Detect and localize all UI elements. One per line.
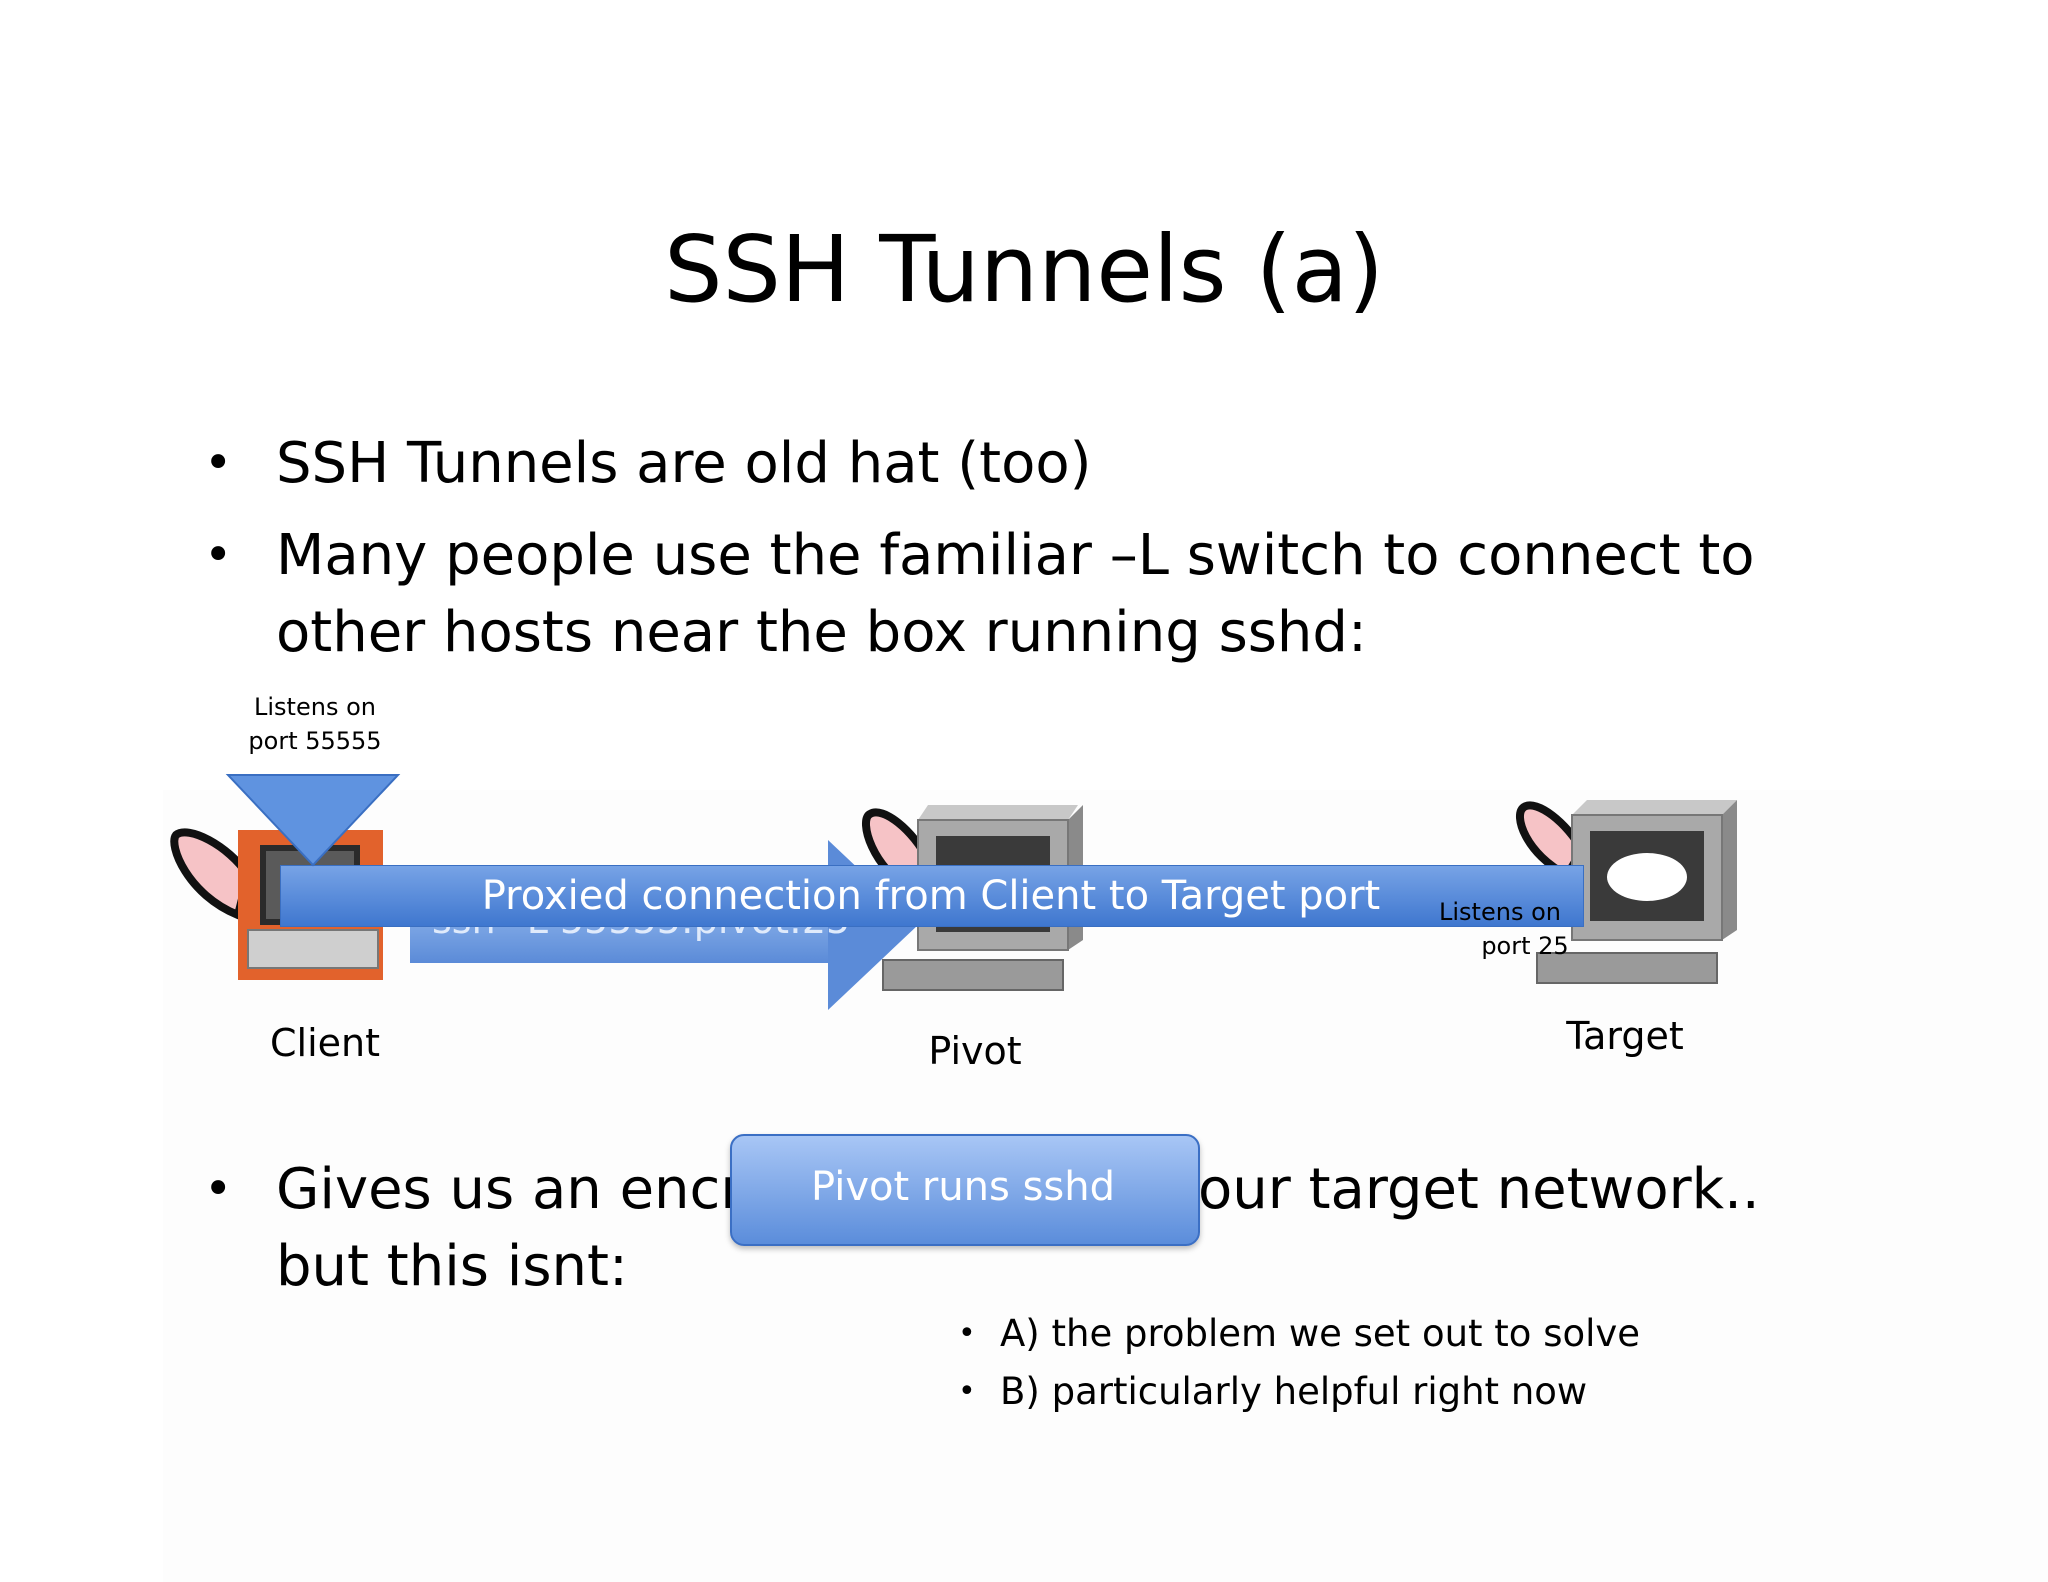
pivot-sshd-callout [730, 1134, 1200, 1246]
bullet-3: • Gives us an encr [204, 1152, 744, 1227]
target-listen-label: Listens on port 25 [1420, 895, 1580, 963]
bullet-dot: • [204, 435, 233, 491]
listen-funnel-icon [225, 774, 401, 867]
bullet-3-text-start: Gives us an encr [276, 1157, 744, 1222]
proxied-connection-text: Proxied connection from Client to Target… [481, 873, 1381, 919]
sub-bullet-a-text: A) the problem we set out to solve [1000, 1312, 1641, 1355]
bullet-dot: • [958, 1316, 976, 1351]
client-listen-line-1: Listens on [254, 693, 376, 721]
bullet-3-continuation: but this isnt: [276, 1234, 628, 1299]
target-computer-icon [1516, 800, 1737, 984]
bullet-2-continuation: other hosts near the box running sshd: [276, 595, 1367, 670]
proxied-connection-banner [280, 865, 1584, 927]
bullet-2-text: Many people use the familiar –L switch t… [276, 523, 1755, 588]
sub-bullet-b: • B) particularly helpful right now [958, 1363, 1588, 1421]
target-label: Target [1566, 1014, 1684, 1058]
bullet-3-right: our target network.. [1198, 1157, 1760, 1222]
client-label: Client [269, 1021, 380, 1065]
pivot-sshd-text: Pivot runs sshd [810, 1164, 1116, 1210]
bullet-1: • SSH Tunnels are old hat (too) [204, 426, 1092, 501]
bullet-dot: • [958, 1374, 976, 1409]
bullet-1-text: SSH Tunnels are old hat (too) [276, 431, 1092, 496]
bullet-dot: • [204, 1161, 233, 1217]
slide-title: SSH Tunnels (a) [664, 216, 1384, 323]
sub-bullet-a: • A) the problem we set out to solve [958, 1305, 1641, 1363]
sub-bullet-b-text: B) particularly helpful right now [1000, 1370, 1588, 1413]
target-listen-line-2: port 25 [1481, 932, 1569, 960]
client-listen-line-2: port 55555 [248, 727, 382, 755]
target-listen-line-1: Listens on [1439, 898, 1561, 926]
bullet-2: • Many people use the familiar –L switch… [204, 518, 1755, 593]
client-listen-label: Listens on port 55555 [215, 690, 415, 758]
bullet-2-text-cont: other hosts near the box running sshd: [276, 600, 1367, 665]
pivot-label: Pivot [928, 1029, 1022, 1073]
bullet-dot: • [204, 527, 233, 583]
